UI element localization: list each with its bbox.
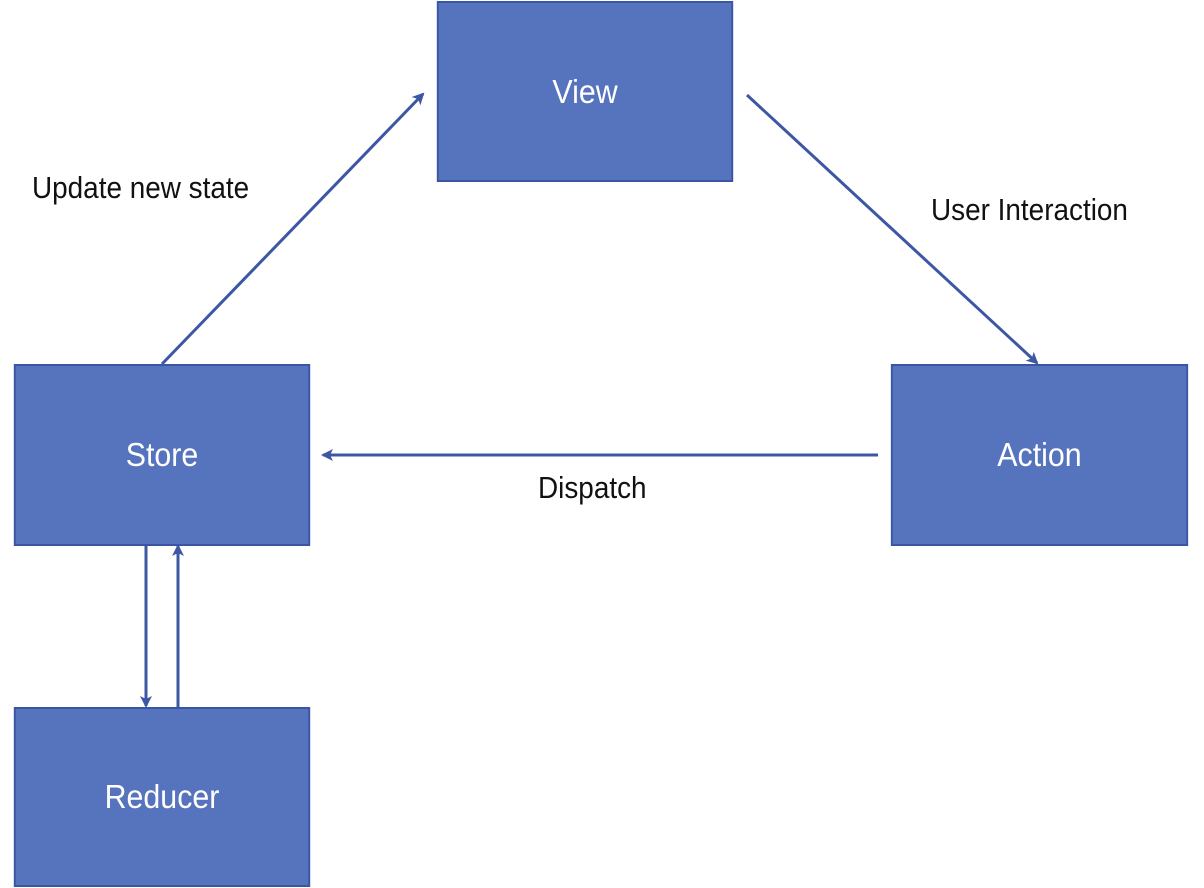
store-node-label: Store — [125, 436, 199, 473]
edge-view-to-action — [745, 93, 1039, 365]
edge-store-to-view — [160, 92, 425, 366]
dispatch-label: Dispatch — [538, 470, 647, 505]
view-node-label: View — [552, 72, 618, 110]
update-new-state-label: Update new state — [32, 170, 250, 205]
reducer-node: Reducer — [13, 707, 311, 887]
view-node: View — [436, 1, 734, 182]
action-node: Action — [890, 364, 1189, 546]
store-node: Store — [13, 364, 311, 546]
action-node-label: Action — [997, 436, 1082, 473]
user-interaction-label: User Interaction — [931, 192, 1128, 227]
reducer-node-label: Reducer — [104, 778, 220, 815]
